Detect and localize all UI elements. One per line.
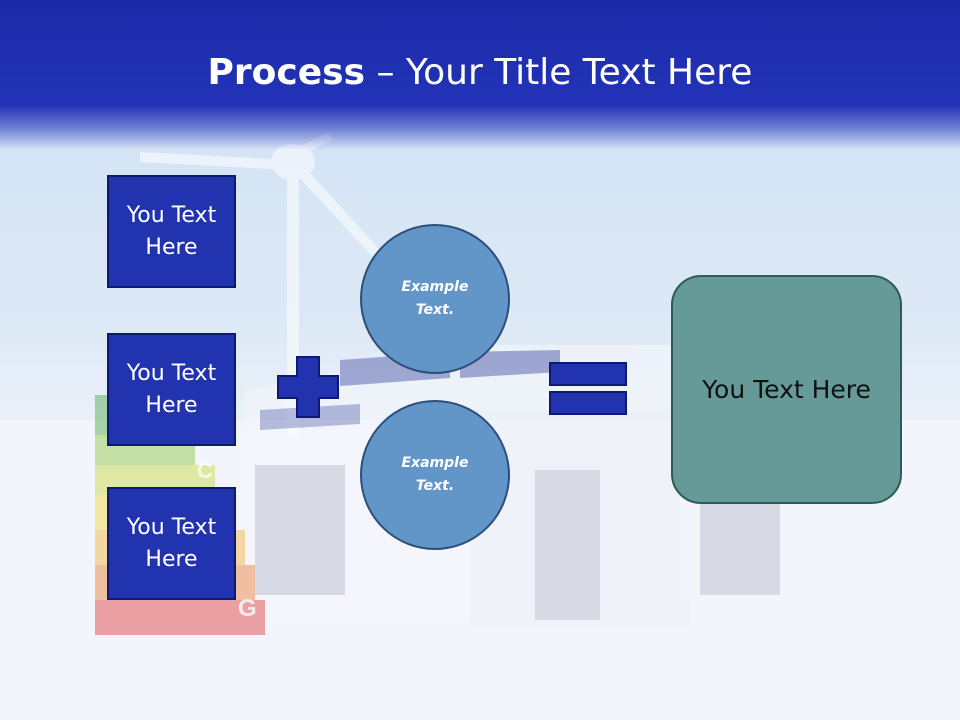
text-box-1-label: You Text Here [126,202,217,260]
title-rest: – Your Title Text Here [365,52,753,93]
plus-icon-fill [279,377,337,397]
example-circle-2: Example Text. [360,400,510,550]
text-box-2: You Text Here [107,333,236,446]
text-box-3-label: You Text Here [126,514,217,572]
text-box-2-label: You Text Here [126,360,217,418]
equals-icon-bottom [549,391,627,415]
energy-label-c: C [197,458,213,483]
energy-label-g: G [238,595,257,622]
equals-icon-top [549,362,627,386]
title-bold: Process [207,52,366,93]
result-box: You Text Here [671,275,902,504]
result-box-label: You Text Here [702,375,871,404]
text-box-3: You Text Here [107,487,236,600]
example-circle-2-label: Example Text. [401,455,469,494]
text-box-1: You Text Here [107,175,236,288]
example-circle-1-label: Example Text. [401,279,469,318]
slide-title: Process – Your Title Text Here [0,52,960,93]
title-bar [0,0,960,150]
example-circle-1: Example Text. [360,224,510,374]
